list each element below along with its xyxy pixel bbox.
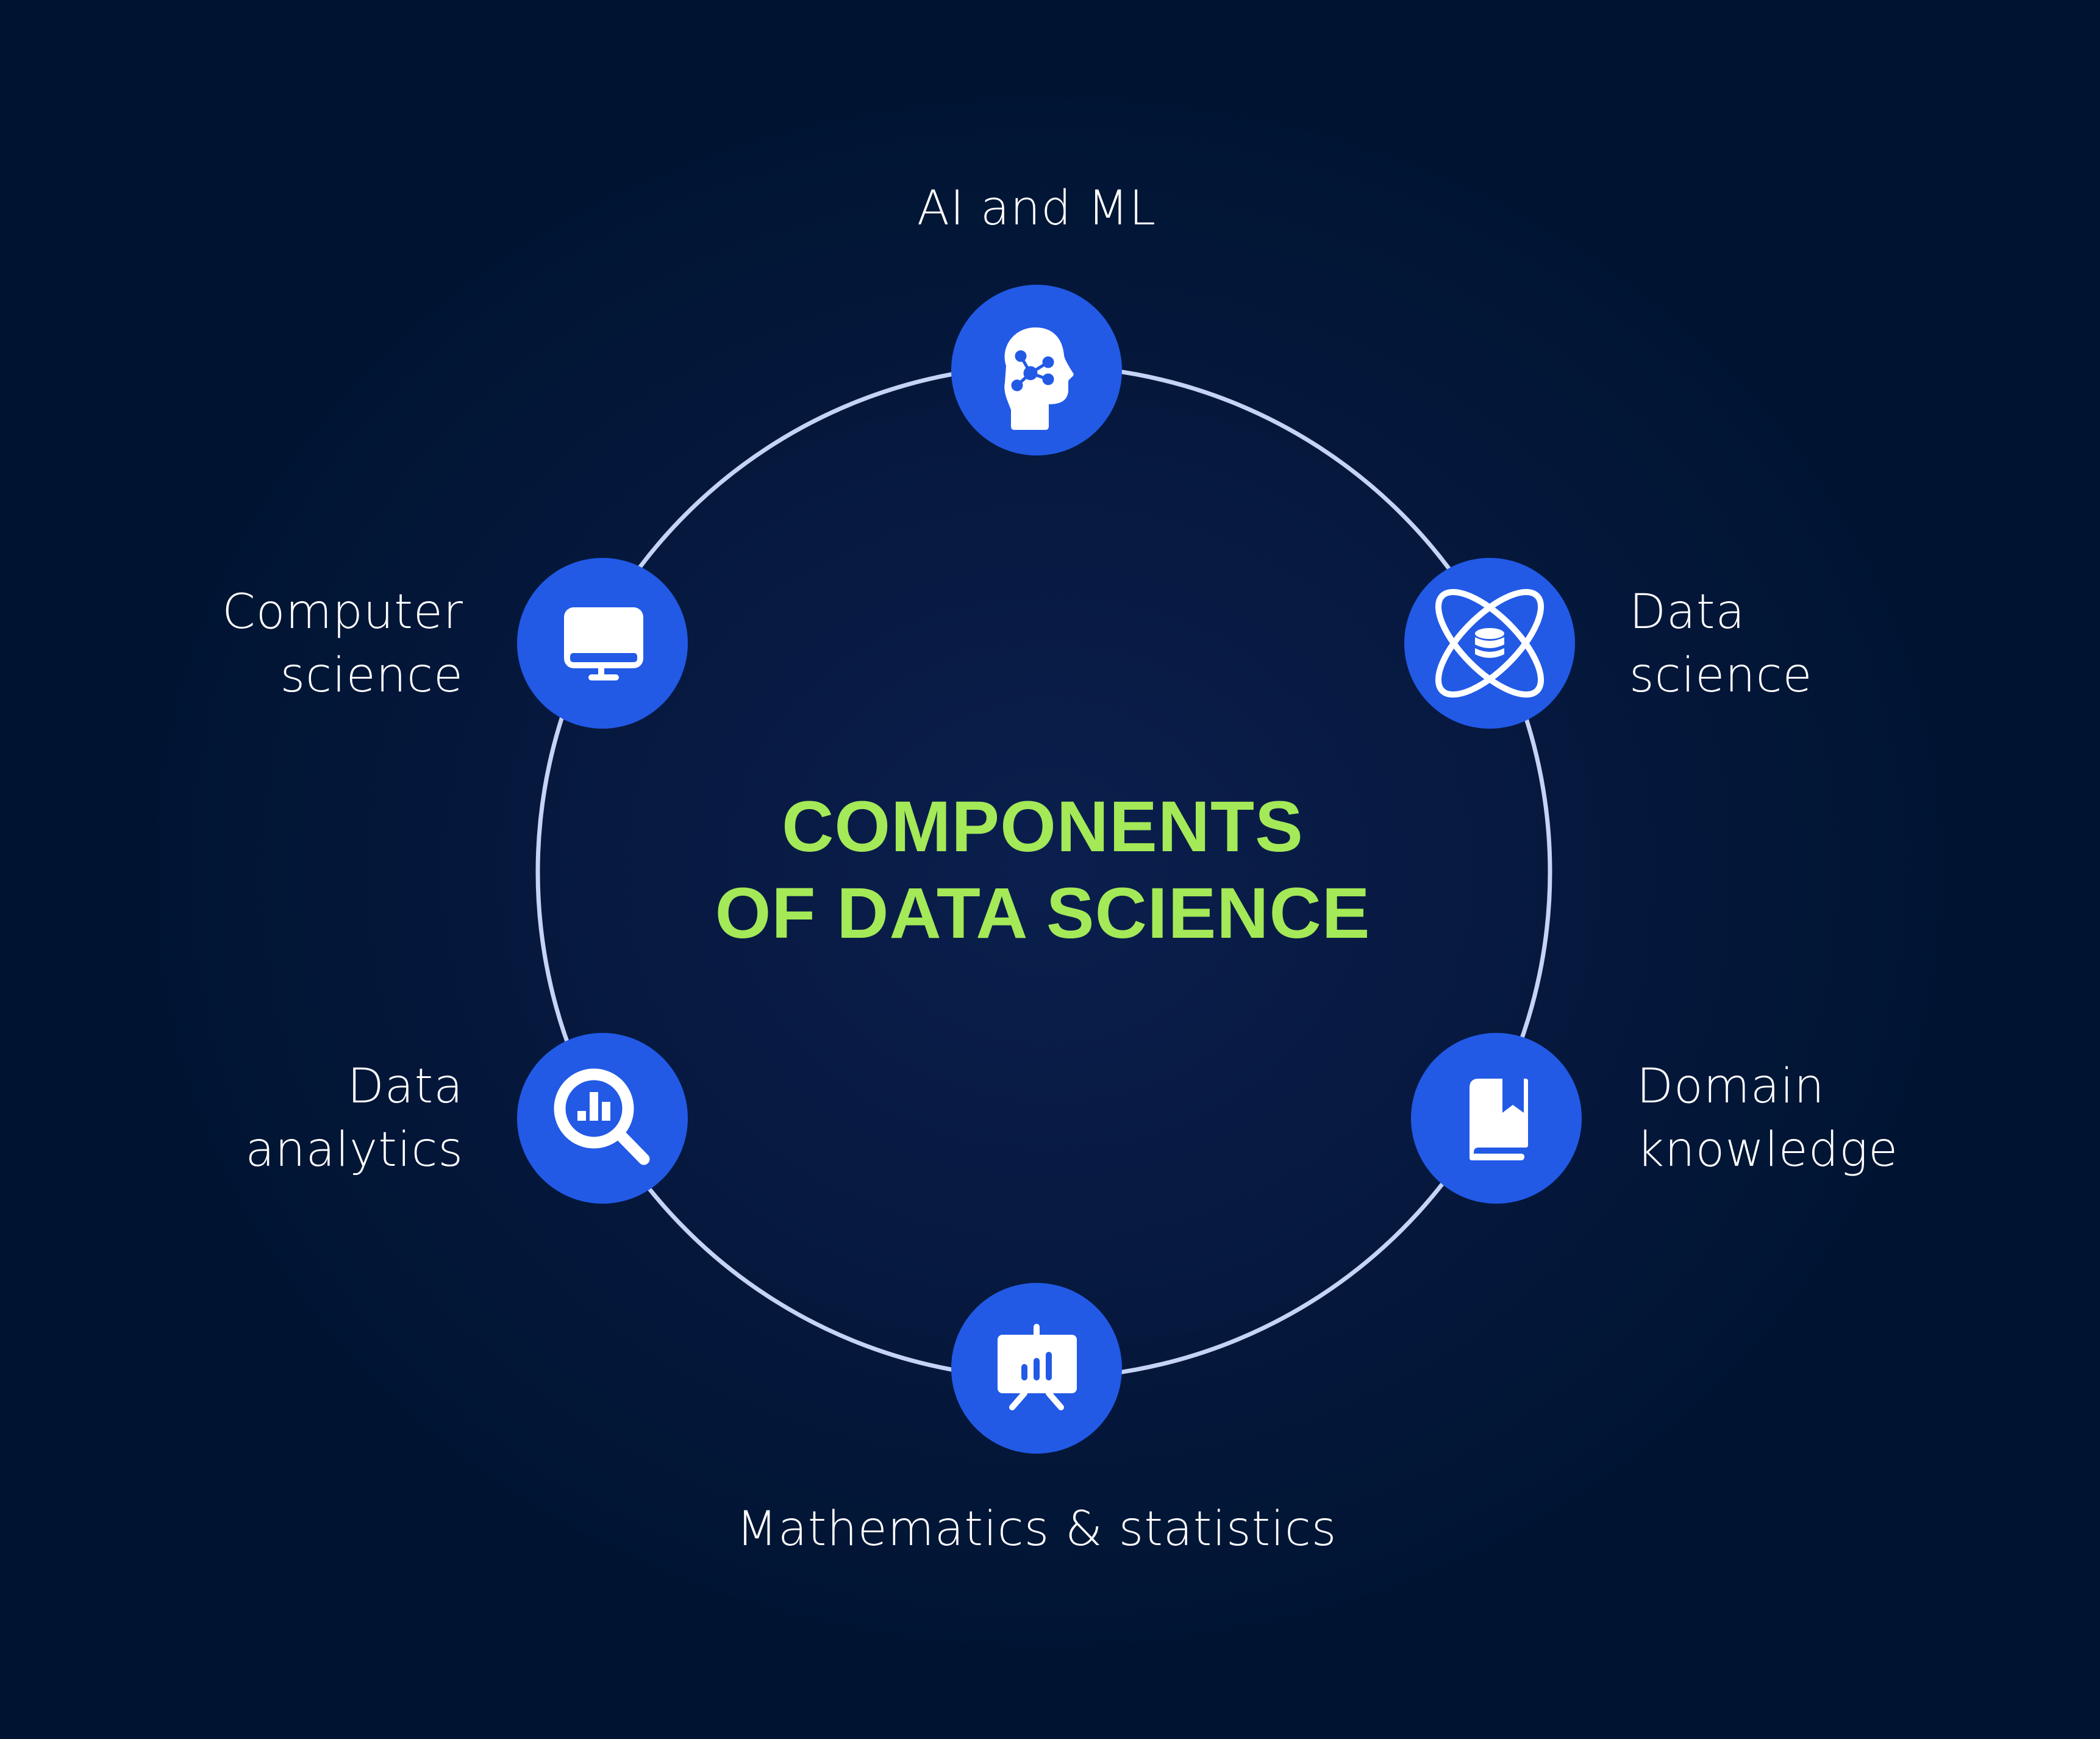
bookmarked-book-icon <box>1470 1079 1528 1160</box>
label-line: science <box>1629 648 1813 703</box>
label-domain-knowledge: Domain knowledge <box>1637 1055 1898 1182</box>
label-line: Domain <box>1637 1059 1825 1114</box>
label-line: Computer <box>222 585 463 640</box>
label-line: science <box>280 648 463 703</box>
label-computer-science: Computer science <box>220 580 463 707</box>
node-ai-ml <box>951 285 1122 455</box>
atom-database-icon <box>1435 588 1545 698</box>
title-line-2: OF DATA SCIENCE <box>715 873 1371 954</box>
node-math-stats <box>951 1283 1122 1454</box>
label-line: knowledge <box>1637 1123 1899 1177</box>
label-line: Data <box>1629 585 1746 640</box>
label-data-science: Data science <box>1629 580 1813 707</box>
magnifier-chart-icon <box>554 1068 650 1165</box>
label-line: Mathematics & statistics <box>736 1502 1337 1557</box>
head-network-icon <box>1004 327 1074 430</box>
label-data-analytics: Data analytics <box>220 1055 463 1182</box>
label-math-stats: Mathematics & statistics <box>671 1498 1402 1561</box>
monitor-icon <box>564 607 643 680</box>
label-line: AI and ML <box>916 181 1157 236</box>
node-computer-science <box>517 558 688 729</box>
title-line-1: COMPONENTS <box>782 787 1304 867</box>
diagram-title: COMPONENTS OF DATA SCIENCE <box>610 784 1476 957</box>
label-line: analytics <box>245 1123 463 1177</box>
label-ai-ml: AI and ML <box>915 177 1159 240</box>
presentation-chart-icon <box>998 1324 1077 1410</box>
node-data-science <box>1404 558 1575 729</box>
node-data-analytics <box>517 1033 688 1204</box>
node-domain-knowledge <box>1411 1033 1582 1204</box>
label-line: Data <box>347 1059 463 1114</box>
